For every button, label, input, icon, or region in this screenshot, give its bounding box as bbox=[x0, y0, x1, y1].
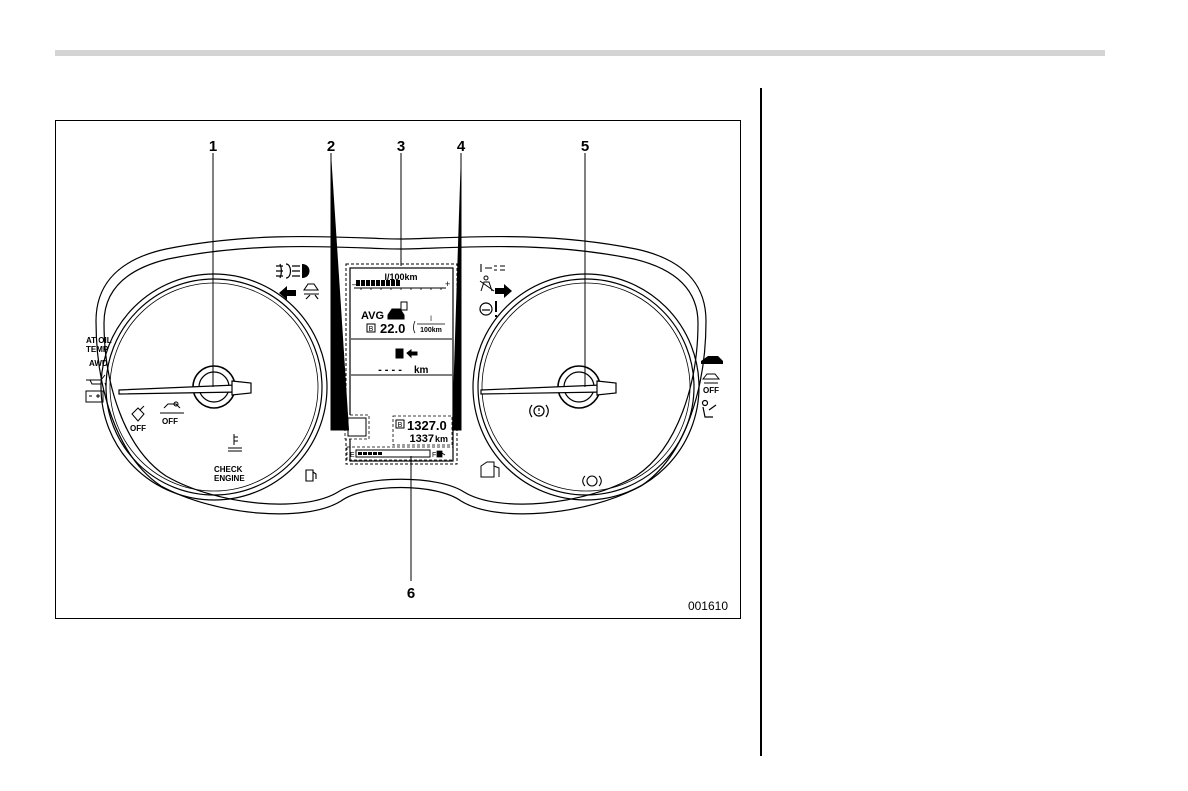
vdc-off-icon bbox=[160, 402, 184, 413]
trip-b-badge-2: B bbox=[398, 422, 403, 429]
right-gauge bbox=[473, 274, 699, 500]
fuel-empty-label: E bbox=[350, 452, 355, 459]
figure-frame: AT OIL TEMP AWD OFF OFF CHECK ENGINE bbox=[55, 120, 741, 619]
x-mode-off-label: OFF bbox=[130, 424, 146, 433]
fuel-gauge-segments bbox=[358, 452, 382, 455]
fraction-denominator: 100km bbox=[420, 327, 442, 334]
airbag-off-label: OFF bbox=[703, 386, 719, 395]
brake-system-icon bbox=[530, 405, 549, 417]
figure-id-code: 001610 bbox=[688, 599, 728, 613]
at-oil-temp-label: AT OIL bbox=[86, 336, 112, 345]
callout-3: 3 bbox=[397, 138, 405, 155]
header-rule bbox=[55, 50, 1105, 56]
callout-5: 5 bbox=[581, 138, 589, 155]
odometer-unit: km bbox=[435, 434, 448, 444]
vdc-off-label: OFF bbox=[162, 417, 178, 426]
fuel-full-label: F bbox=[432, 452, 436, 459]
light-on-indicator-icon bbox=[481, 264, 505, 272]
awd-label: AWD bbox=[89, 359, 108, 368]
avg-fuel-value: 22.0 bbox=[380, 321, 405, 336]
instrument-cluster-diagram: AT OIL TEMP AWD OFF OFF CHECK ENGINE bbox=[56, 121, 742, 620]
odometer-value: 1337 bbox=[410, 433, 434, 445]
front-fog-light-icon bbox=[276, 264, 291, 278]
low-fuel-icon bbox=[306, 470, 316, 481]
slip-indicator-icon bbox=[304, 284, 319, 299]
at-oil-temp-label-line2: TEMP bbox=[86, 345, 109, 354]
callout-4: 4 bbox=[457, 138, 466, 155]
turn-signal-right-icon bbox=[495, 284, 512, 298]
trip-b-badge: B bbox=[369, 326, 374, 333]
headlight-high-beam-icon bbox=[292, 264, 310, 278]
range-unit: km bbox=[414, 365, 429, 376]
check-engine-label: CHECK bbox=[214, 465, 243, 474]
coolant-temp-icon bbox=[228, 434, 242, 451]
check-engine-label-line2: ENGINE bbox=[214, 474, 245, 483]
passenger-airbag-icon bbox=[703, 401, 717, 418]
callout-6: 6 bbox=[407, 585, 415, 602]
x-mode-off-icon bbox=[132, 406, 144, 421]
callout-1: 1 bbox=[209, 138, 217, 155]
open-door-icon bbox=[481, 462, 499, 477]
column-divider bbox=[760, 88, 762, 756]
power-steering-warning-icon bbox=[480, 303, 492, 315]
turn-signal-left-icon bbox=[279, 286, 296, 300]
range-dashes: - - - - bbox=[378, 364, 402, 376]
battery-icon bbox=[86, 391, 103, 402]
callout-2: 2 bbox=[327, 138, 335, 155]
trip-meter-value: 1327.0 bbox=[407, 418, 447, 433]
seatbelt-warning-icon bbox=[480, 276, 494, 291]
vdc-warning-icon bbox=[703, 374, 719, 383]
abs-warning-icon bbox=[583, 476, 602, 486]
